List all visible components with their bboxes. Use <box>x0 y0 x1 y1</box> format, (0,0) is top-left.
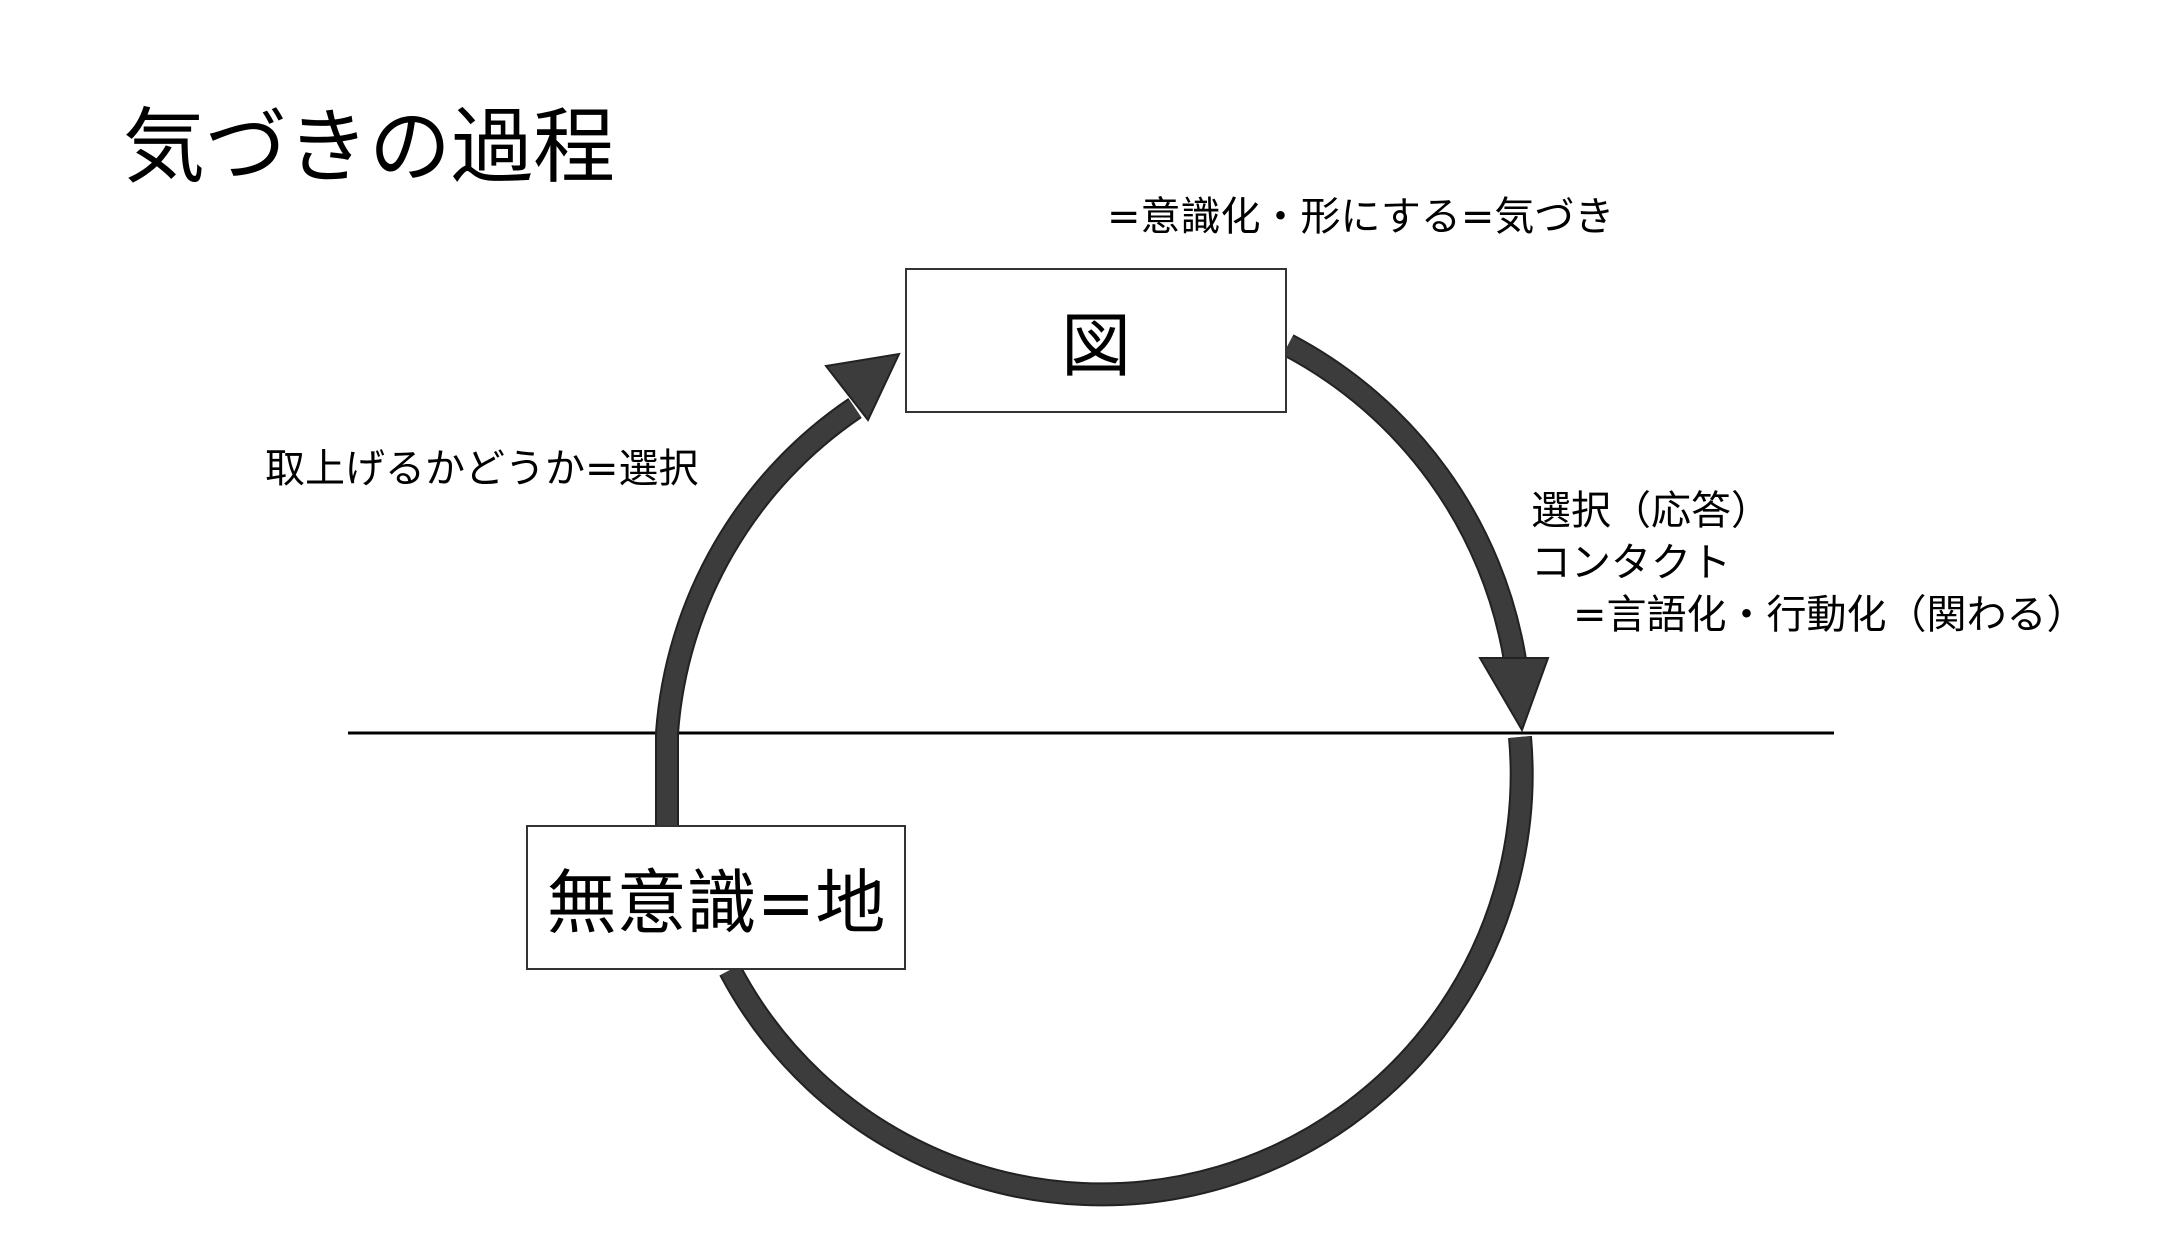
right-arc <box>1282 334 1527 662</box>
ground-box: 無意識=地 <box>526 825 906 970</box>
slide-title: 気づきの過程 <box>123 100 616 195</box>
selection-annotation: 取上げるかどうか=選択 <box>265 446 699 492</box>
up-arrowhead <box>824 352 901 422</box>
left-arc-fill <box>657 399 861 825</box>
right-arc-fill <box>1283 336 1525 662</box>
contact-annotation-line-3: =言語化・行動化（関わる） <box>1573 592 2087 638</box>
figure-box-label: 図 <box>1061 305 1131 387</box>
ground-box-label: 無意識=地 <box>546 862 886 944</box>
contact-annotation: 選択（応答） コンタクト =言語化・行動化（関わる） <box>1531 485 2087 641</box>
contact-annotation-line-2: コンタクト <box>1531 540 1731 586</box>
bottom-arc-fill <box>721 736 1532 1205</box>
contact-annotation-line-1: 選択（応答） <box>1531 488 1771 534</box>
down-arrowhead <box>1478 657 1550 733</box>
awareness-annotation: =意識化・形にする=気づき <box>1107 194 1615 240</box>
figure-box: 図 <box>905 268 1287 413</box>
